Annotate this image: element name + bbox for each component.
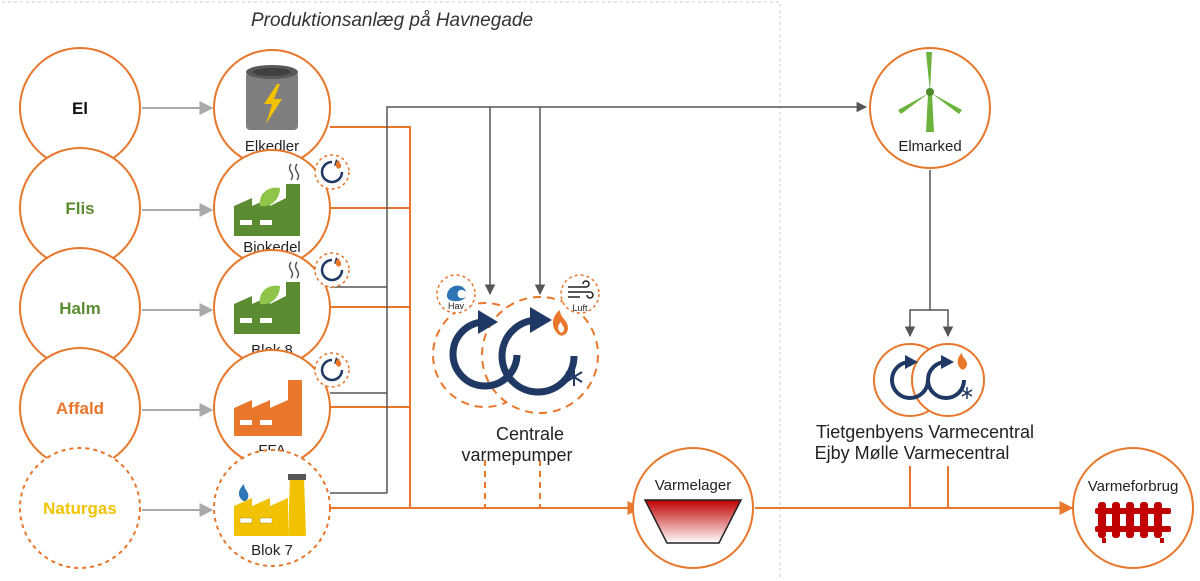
plant-ffa: FFA — [213, 349, 331, 467]
gas-plant-icon — [234, 474, 306, 536]
flame-icon — [957, 353, 967, 370]
radiator-icon — [1095, 502, 1171, 543]
central-label-line2: Ejby Mølle Varmecentral — [815, 443, 1010, 463]
source-naturgas: Naturgas — [19, 447, 141, 569]
biomass-plant-icon — [234, 261, 300, 334]
plant-elkedler: Elkedler — [213, 49, 331, 167]
source-label: El — [72, 99, 88, 118]
heat-pump-icon — [926, 355, 966, 400]
local-heat-centrals — [873, 343, 985, 417]
air-source-badge: Luft — [560, 274, 600, 314]
source-affald: Affald — [19, 347, 141, 469]
electric-boiler-icon — [246, 65, 298, 130]
consumption-label: Varmeforbrug — [1088, 478, 1179, 495]
central-connectors — [909, 466, 949, 508]
plant-blok7: Blok 7 — [213, 449, 331, 567]
heat-consumption: Varmeforbrug — [1072, 447, 1194, 569]
flame-icon — [552, 310, 568, 336]
heat-recovery-badge — [314, 252, 350, 288]
wave-icon — [447, 285, 466, 302]
waste-plant-icon — [234, 380, 302, 436]
wind-turbine-icon — [898, 52, 962, 132]
air-label: Luft — [572, 303, 588, 313]
wind-icon — [568, 280, 594, 299]
heat-recovery-badge — [314, 352, 350, 388]
page-title: Produktionsanlæg på Havnegade — [251, 10, 533, 31]
heat-pumps-label-line2: varmepumper — [461, 445, 572, 465]
source-label: Flis — [65, 199, 94, 218]
plant-biokedel: Biokedel — [213, 149, 331, 267]
heat-pump-icon — [890, 355, 930, 400]
heat-pump-icon — [498, 307, 578, 396]
heat-pump-connectors — [484, 460, 541, 508]
heat-recovery-badge — [314, 154, 350, 190]
electricity-lines — [330, 101, 954, 494]
electricity-market-label: Elmarked — [898, 138, 961, 155]
snowflake-icon — [565, 368, 583, 386]
plant-blok8: Blok 8 — [213, 249, 331, 367]
storage-label: Varmelager — [655, 477, 731, 494]
central-heat-pumps — [432, 296, 599, 414]
snowflake-icon — [961, 387, 973, 399]
biomass-plant-icon — [234, 163, 300, 236]
electricity-market: Elmarked — [869, 47, 991, 169]
sea-source-badge: Hav — [436, 274, 476, 314]
source-label: Naturgas — [43, 499, 117, 518]
heat-storage: Varmelager — [632, 447, 754, 569]
plant-label: Blok 7 — [251, 542, 293, 559]
central-label-line1: Tietgenbyens Varmecentral — [816, 422, 1034, 442]
heat-pumps-label-line1: Centrale — [496, 424, 564, 444]
source-label: Affald — [56, 399, 104, 418]
source-label: Halm — [59, 299, 101, 318]
production-area-boundary — [2, 1, 781, 578]
sea-label: Hav — [448, 301, 465, 311]
